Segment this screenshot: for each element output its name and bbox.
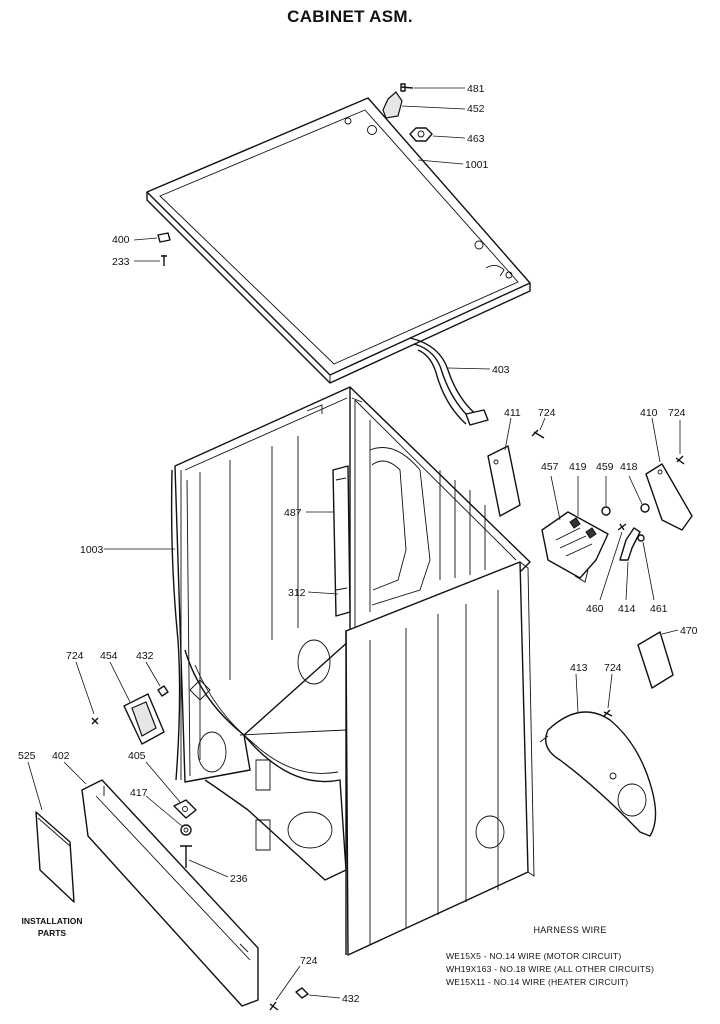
part-418: 418 [620, 461, 650, 513]
label-724-top: 724 [538, 407, 556, 419]
hinge-452: 452 [382, 91, 485, 119]
label-724-cover: 724 [604, 662, 622, 674]
label-418: 418 [620, 461, 638, 473]
label-405: 405 [128, 750, 146, 762]
label-1001: 1001 [465, 159, 489, 171]
label-470: 470 [680, 625, 698, 637]
bracket-410: 410 [640, 407, 693, 531]
nut-463: 463 [409, 127, 485, 145]
screw-724-top: 724 [531, 407, 556, 439]
screw-724-right: 724 [668, 407, 686, 465]
strap-414: 414 [618, 527, 641, 615]
label-454: 454 [100, 650, 118, 662]
label-463: 463 [467, 133, 485, 145]
diagram-title: CABINET ASM. [287, 7, 413, 26]
harness-heading: HARNESS WIRE [533, 925, 606, 935]
hinge-405: 405 [128, 750, 197, 819]
label-312: 312 [288, 587, 306, 599]
label-233: 233 [112, 256, 130, 268]
screw-461: 461 [637, 534, 668, 615]
washer-417: 417 [130, 787, 192, 836]
installation-bag-525: 525 INSTALLATION PARTS [18, 750, 83, 938]
label-432-left: 432 [136, 650, 154, 662]
label-487: 487 [284, 507, 302, 519]
cabinet-body [170, 386, 535, 956]
label-461: 461 [650, 603, 668, 615]
label-452: 452 [467, 103, 485, 115]
harness-403: 403 [409, 337, 510, 426]
screw-724-cover: 724 [603, 662, 622, 717]
label-403: 403 [492, 364, 510, 376]
label-419: 419 [569, 461, 587, 473]
label-724-bottom: 724 [300, 955, 318, 967]
label-411: 411 [504, 407, 521, 419]
nut-432-bottom: 432 [295, 987, 360, 1005]
nut-432: 432 [136, 650, 169, 697]
label-460: 460 [586, 603, 604, 615]
label-236: 236 [230, 873, 248, 885]
bracket-411: 411 [487, 407, 521, 517]
duct-cover-413: 413 [539, 662, 657, 837]
label-402: 402 [52, 750, 70, 762]
label-481: 481 [467, 83, 485, 95]
terminal-block-457: 457 419 [541, 461, 609, 583]
harness-line-1: WE15X5 - NO.14 WIRE (MOTOR CIRCUIT) [446, 951, 621, 961]
plate-470: 470 [637, 625, 698, 689]
harness-line-3: WE15X11 - NO.14 WIRE (HEATER CIRCUIT) [446, 977, 628, 987]
harness-wire-legend: HARNESS WIRE WE15X5 - NO.14 WIRE (MOTOR … [446, 925, 654, 987]
part-459: 459 [596, 461, 614, 516]
label-413: 413 [570, 662, 588, 674]
label-1003: 1003 [80, 544, 104, 556]
label-432-bottom: 432 [342, 993, 360, 1005]
label-414: 414 [618, 603, 636, 615]
label-459: 459 [596, 461, 614, 473]
label-410: 410 [640, 407, 658, 419]
screw-724-bottom: 724 [269, 955, 318, 1011]
installation-label-line2: PARTS [38, 928, 67, 938]
label-400: 400 [112, 234, 130, 246]
top-panel [146, 97, 531, 384]
toe-kick-402: 402 [52, 750, 259, 1007]
screw-481: 481 [400, 83, 485, 95]
foot-236: 236 [180, 845, 248, 885]
screw-460: 460 [586, 523, 627, 615]
label-525: 525 [18, 750, 36, 762]
screw-233: 233 [112, 255, 167, 268]
label-724-left: 724 [66, 650, 84, 662]
switch-454: 454 [100, 650, 165, 745]
clip-400: 400 [112, 232, 171, 246]
screw-724-left: 724 [66, 650, 99, 725]
label-724-right: 724 [668, 407, 686, 419]
label-417: 417 [130, 787, 148, 799]
label-457: 457 [541, 461, 559, 473]
harness-line-2: WH19X163 - NO.18 WIRE (ALL OTHER CIRCUIT… [446, 964, 654, 974]
installation-label-line1: INSTALLATION [21, 916, 82, 926]
